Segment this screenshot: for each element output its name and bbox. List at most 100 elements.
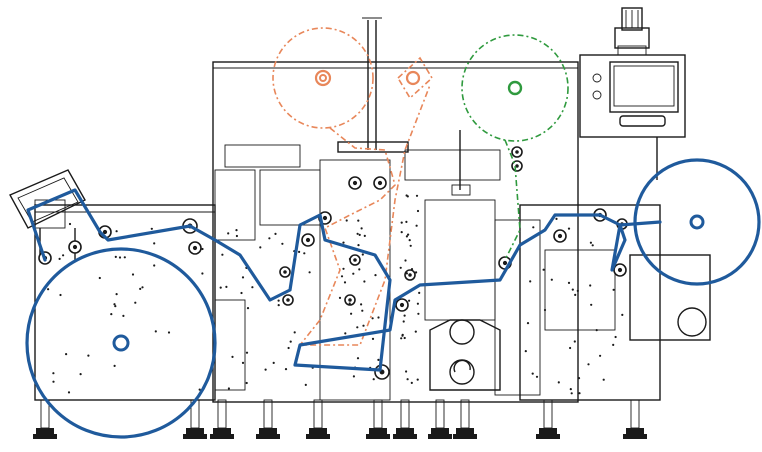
rivet [287, 346, 290, 350]
rivet [524, 350, 527, 353]
machine-foot [453, 399, 477, 439]
rivet [407, 233, 410, 236]
idler-roller [553, 229, 567, 243]
idler-roller [348, 176, 362, 190]
rivet [201, 247, 204, 251]
rivet [235, 229, 238, 232]
idler-roller [282, 294, 294, 306]
rivet [304, 383, 307, 386]
rivet [154, 330, 157, 333]
rivet [114, 255, 117, 258]
rivet [410, 381, 413, 384]
idler-roller [511, 146, 523, 158]
rivet [577, 377, 581, 380]
rivet [405, 370, 408, 373]
rivet [408, 239, 411, 242]
rivet [529, 280, 532, 283]
rivet [371, 317, 374, 320]
rivet [245, 351, 249, 354]
rivet [371, 337, 375, 340]
frame-rivets [47, 194, 624, 395]
rivet [403, 336, 406, 340]
rivet [293, 331, 296, 334]
rivet [415, 224, 418, 227]
rivet [259, 246, 262, 249]
rivet [358, 268, 361, 271]
rivet [272, 361, 275, 364]
rivet [356, 232, 359, 235]
machine-foot [183, 399, 207, 439]
rivet [409, 244, 412, 247]
rivet [543, 308, 547, 312]
rivet [47, 288, 50, 291]
liner-web [272, 27, 434, 346]
rivet [612, 343, 615, 346]
rivet [418, 291, 421, 294]
rivet [621, 313, 624, 316]
rivet [356, 357, 360, 360]
rivet [574, 293, 577, 296]
rivet [338, 296, 342, 299]
rivet [612, 288, 615, 291]
rivet [589, 241, 593, 244]
rivet [240, 291, 243, 295]
rivet [363, 234, 366, 237]
rivet [356, 326, 359, 329]
rivet [115, 293, 118, 296]
rivet [221, 253, 224, 256]
rivet [400, 337, 403, 340]
rivet [123, 256, 126, 259]
rivet [343, 281, 347, 284]
rivet [567, 227, 571, 230]
rivet [131, 273, 135, 276]
rivet [352, 272, 355, 275]
rivet [268, 237, 271, 240]
rivet [153, 242, 156, 245]
rivet [571, 288, 574, 291]
rivet [410, 268, 414, 271]
rivet [342, 267, 345, 270]
rivet [201, 272, 204, 275]
idler-roller [279, 266, 291, 278]
rivet [416, 378, 419, 381]
rivet [350, 312, 353, 315]
idler-roller [301, 233, 315, 247]
rivet [399, 266, 402, 269]
rivet [141, 286, 144, 289]
rivet [595, 329, 598, 332]
rivet [360, 227, 363, 230]
rivet [401, 333, 404, 336]
rivet [241, 361, 245, 364]
rivet [415, 194, 419, 197]
rivet [65, 353, 68, 356]
rivet [555, 217, 558, 220]
rivet [150, 227, 153, 230]
rivet [227, 387, 230, 390]
rivet [303, 252, 306, 255]
rivet [113, 303, 116, 306]
machine-foot [306, 399, 330, 439]
machine-foot [33, 399, 57, 439]
rivet [277, 304, 280, 307]
rivet [110, 313, 113, 316]
rivet [153, 264, 156, 267]
rivet [52, 380, 55, 383]
rivet [374, 274, 377, 277]
rivet [52, 372, 55, 375]
rivet [67, 391, 71, 394]
rivet [348, 302, 351, 305]
idler-roller [349, 254, 361, 266]
rivet [403, 314, 406, 317]
rivet [246, 307, 250, 310]
rivet [557, 381, 560, 384]
rivet [531, 372, 534, 375]
rivet [414, 330, 417, 333]
machine-foot [428, 399, 452, 439]
machine-foot [393, 399, 417, 439]
rivet [68, 222, 72, 226]
machine-foot [536, 399, 560, 439]
rivet [570, 392, 573, 395]
rivet [62, 254, 65, 257]
rivet [360, 303, 363, 306]
